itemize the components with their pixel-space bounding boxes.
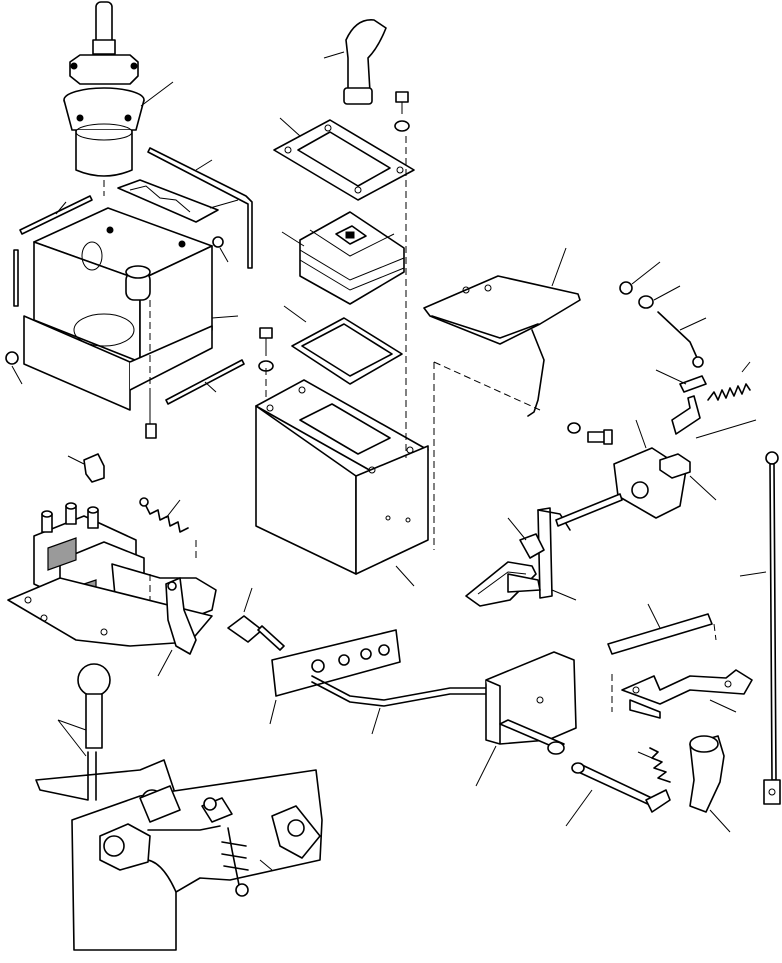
joystick-valve — [63, 1, 174, 177]
lever-grip — [323, 19, 387, 105]
control-valve-block — [33, 502, 217, 621]
spacer-plate — [117, 179, 239, 223]
link-wire — [657, 311, 707, 368]
link-plate — [655, 369, 707, 393]
clip-right — [671, 395, 757, 439]
spring-lower — [637, 747, 671, 783]
side-rod-left — [19, 195, 93, 235]
lever-arm — [157, 577, 197, 677]
bolt-mid — [259, 327, 273, 356]
bolt-bottom — [145, 392, 157, 439]
bracket-clip — [67, 453, 105, 483]
lower-shaft — [565, 762, 671, 827]
pivot-lever — [689, 735, 731, 833]
foot-pedal — [465, 507, 577, 607]
nut-right — [619, 261, 661, 295]
seal-ring — [283, 305, 403, 385]
pedal-frame — [423, 247, 581, 417]
gasket-plate — [273, 117, 415, 201]
spring-left — [139, 497, 189, 533]
nut-left — [5, 351, 23, 385]
nut-right-2 — [638, 285, 681, 309]
pedal-bolt — [587, 429, 613, 445]
rod-end-fork — [227, 587, 285, 651]
console-housing — [255, 379, 429, 587]
linkage-pivot — [99, 785, 321, 897]
washer-top — [394, 120, 410, 132]
rubber-boot — [281, 211, 405, 305]
bent-rod — [147, 147, 253, 269]
pin-shaft — [607, 603, 713, 655]
shift-knob — [57, 663, 111, 757]
shift-arm — [35, 751, 175, 801]
bolt-top — [395, 91, 409, 114]
pedal-shaft — [555, 493, 623, 527]
spring-right — [707, 361, 751, 401]
nut-box — [212, 236, 229, 263]
pedal-bracket — [475, 651, 577, 787]
control-box — [23, 207, 239, 411]
connecting-rod — [739, 451, 781, 805]
side-rod-left-2 — [13, 249, 19, 307]
cable-plate — [269, 629, 401, 725]
bracket-arm — [621, 669, 753, 719]
side-rod-right — [165, 359, 245, 405]
pedal-clamp — [507, 517, 545, 559]
floor-plate — [71, 769, 323, 951]
lever-bracket — [613, 419, 717, 519]
pedal-washer — [567, 422, 581, 434]
cable-rod — [311, 675, 491, 735]
